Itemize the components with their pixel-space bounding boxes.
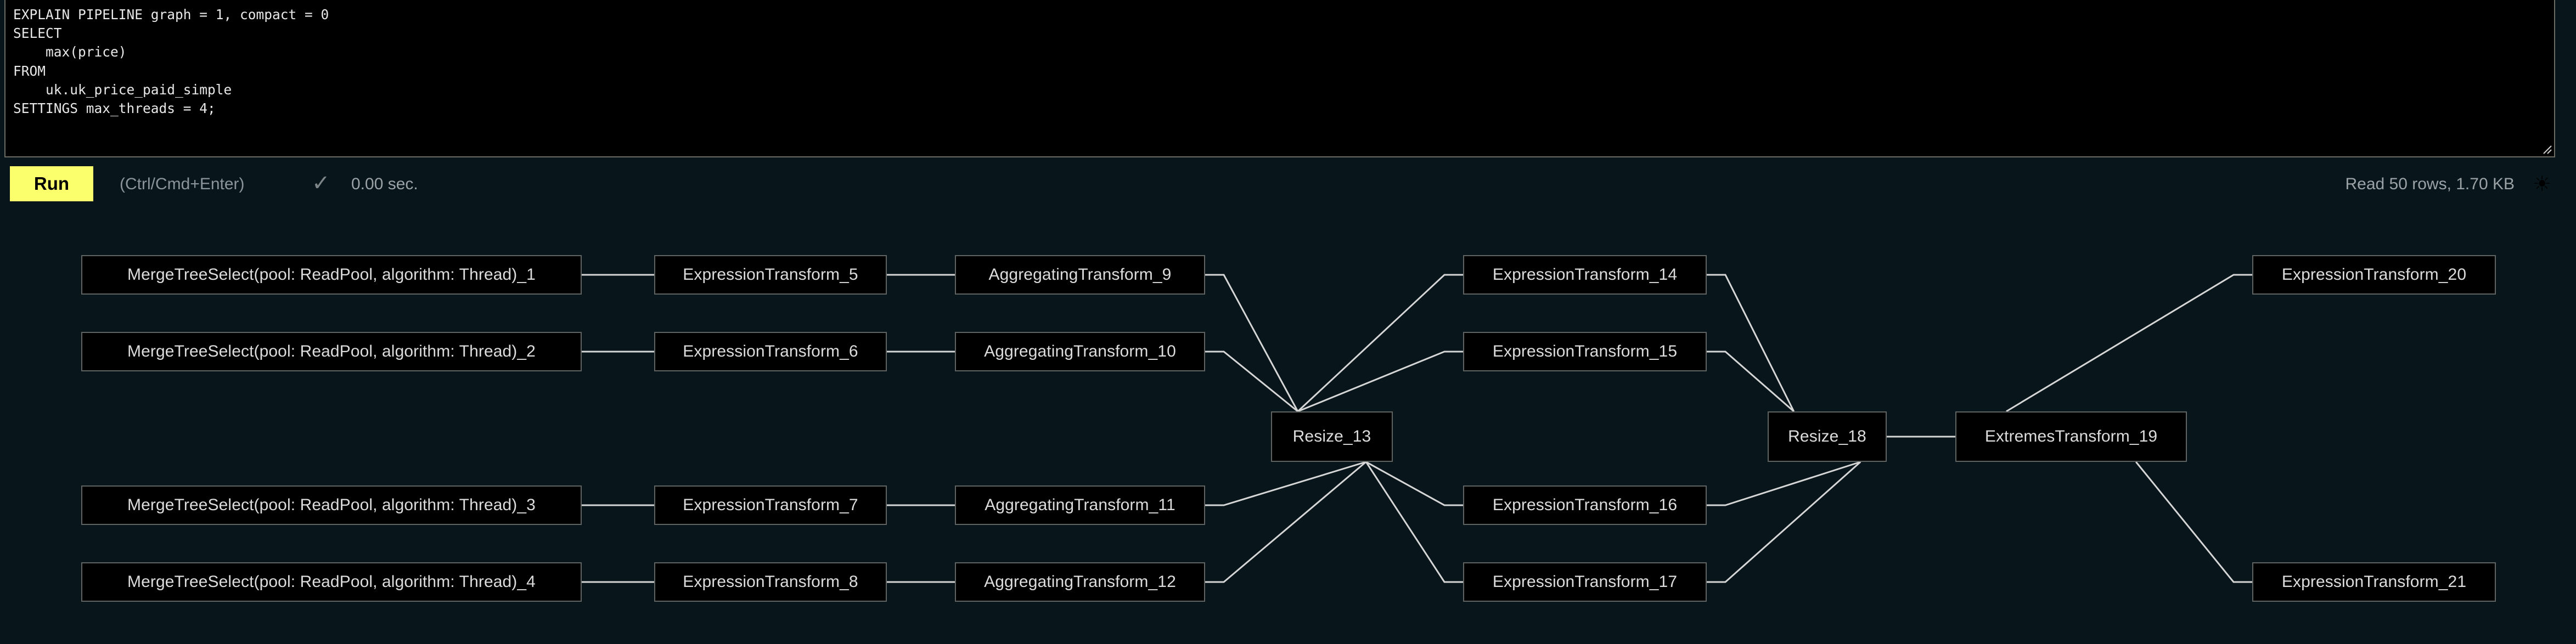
- graph-node-label: ExpressionTransform_5: [683, 265, 858, 284]
- graph-node-label: ExpressionTransform_6: [683, 342, 858, 360]
- graph-node-mts4[interactable]: MergeTreeSelect(pool: ReadPool, algorith…: [81, 562, 582, 602]
- graph-node-rs13[interactable]: Resize_13: [1271, 411, 1393, 462]
- graph-edge: [1205, 461, 1367, 583]
- graph-node-et7[interactable]: ExpressionTransform_7: [654, 485, 887, 525]
- graph-node-et17[interactable]: ExpressionTransform_17: [1463, 562, 1707, 602]
- graph-node-et6[interactable]: ExpressionTransform_6: [654, 332, 887, 371]
- graph-edge: [2135, 461, 2252, 583]
- graph-node-et20[interactable]: ExpressionTransform_20: [2252, 255, 2496, 295]
- graph-node-mts1[interactable]: MergeTreeSelect(pool: ReadPool, algorith…: [81, 255, 582, 295]
- graph-edge: [1707, 274, 1795, 412]
- graph-node-et8[interactable]: ExpressionTransform_8: [654, 562, 887, 602]
- graph-node-label: MergeTreeSelect(pool: ReadPool, algorith…: [127, 573, 536, 591]
- graph-node-et15[interactable]: ExpressionTransform_15: [1463, 332, 1707, 371]
- graph-node-label: AggregatingTransform_9: [988, 265, 1172, 284]
- graph-node-agg12[interactable]: AggregatingTransform_12: [955, 562, 1205, 602]
- graph-node-et5[interactable]: ExpressionTransform_5: [654, 255, 887, 295]
- graph-edge: [1297, 274, 1463, 413]
- graph-node-agg10[interactable]: AggregatingTransform_10: [955, 332, 1205, 371]
- sql-editor-panel: [4, 0, 2555, 157]
- sun-icon[interactable]: ☀: [2532, 173, 2552, 196]
- graph-node-label: ExpressionTransform_16: [1492, 496, 1678, 514]
- pipeline-edges: [582, 274, 2252, 583]
- graph-edge: [1707, 461, 1861, 506]
- graph-node-label: AggregatingTransform_10: [984, 342, 1176, 360]
- graph-edge: [1297, 351, 1463, 413]
- graph-edge: [2006, 274, 2252, 413]
- graph-node-label: ExpressionTransform_17: [1492, 573, 1678, 591]
- graph-node-label: ExpressionTransform_21: [2281, 573, 2467, 591]
- graph-edge: [1205, 461, 1366, 506]
- graph-node-label: MergeTreeSelect(pool: ReadPool, algorith…: [127, 265, 536, 284]
- sql-query-input[interactable]: [5, 0, 2554, 156]
- query-toolbar: Run (Ctrl/Cmd+Enter) ✓ 0.00 sec. Read 50…: [0, 160, 2576, 203]
- graph-node-label: AggregatingTransform_12: [984, 573, 1176, 591]
- pipeline-graph: MergeTreeSelect(pool: ReadPool, algorith…: [0, 215, 2576, 644]
- graph-node-label: Resize_13: [1292, 427, 1371, 445]
- graph-node-label: ExpressionTransform_7: [683, 496, 858, 514]
- elapsed-time-label: 0.00 sec.: [351, 175, 418, 193]
- graph-node-label: ExpressionTransform_14: [1492, 265, 1678, 284]
- success-check-icon: ✓: [312, 171, 330, 195]
- graph-node-et14[interactable]: ExpressionTransform_14: [1463, 255, 1707, 295]
- graph-edge: [1707, 461, 1861, 583]
- graph-node-mts2[interactable]: MergeTreeSelect(pool: ReadPool, algorith…: [81, 332, 582, 371]
- graph-node-label: Resize_18: [1788, 427, 1866, 445]
- graph-node-rs18[interactable]: Resize_18: [1768, 411, 1887, 462]
- graph-node-et16[interactable]: ExpressionTransform_16: [1463, 485, 1707, 525]
- run-shortcut-hint: (Ctrl/Cmd+Enter): [120, 175, 245, 193]
- graph-node-agg9[interactable]: AggregatingTransform_9: [955, 255, 1205, 295]
- graph-node-et21[interactable]: ExpressionTransform_21: [2252, 562, 2496, 602]
- graph-node-ext19[interactable]: ExtremesTransform_19: [1955, 411, 2187, 462]
- graph-edge: [1365, 461, 1463, 583]
- graph-node-mts3[interactable]: MergeTreeSelect(pool: ReadPool, algorith…: [81, 485, 582, 525]
- graph-edge: [1205, 274, 1299, 412]
- graph-node-label: ExpressionTransform_8: [683, 573, 858, 591]
- graph-node-agg11[interactable]: AggregatingTransform_11: [955, 485, 1205, 525]
- graph-node-label: ExtremesTransform_19: [1984, 427, 2158, 445]
- graph-node-label: ExpressionTransform_20: [2281, 265, 2467, 284]
- graph-edge: [1707, 351, 1795, 413]
- graph-edge: [1205, 351, 1298, 413]
- run-button[interactable]: Run: [10, 166, 93, 201]
- graph-node-label: MergeTreeSelect(pool: ReadPool, algorith…: [127, 342, 536, 360]
- graph-node-label: MergeTreeSelect(pool: ReadPool, algorith…: [127, 496, 536, 514]
- read-stats-label: Read 50 rows, 1.70 KB: [2345, 175, 2515, 193]
- graph-node-label: ExpressionTransform_15: [1492, 342, 1678, 360]
- graph-edge: [1365, 461, 1463, 506]
- graph-node-label: AggregatingTransform_11: [985, 496, 1175, 514]
